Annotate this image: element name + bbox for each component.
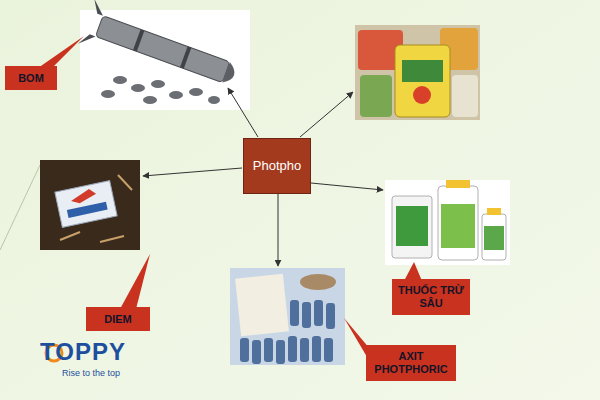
center-box: Photpho (243, 138, 311, 194)
logo-slogan: Rise to the top (62, 368, 120, 378)
callout-text: THUỐC TRỪ SÂU (397, 284, 465, 309)
bomb-picture (78, 0, 250, 110)
matches-picture (40, 160, 140, 250)
acid-picture (230, 268, 345, 365)
callout-box: THUỐC TRỪ SÂU (392, 279, 470, 315)
logo-text: TOPPY (40, 338, 126, 366)
callout-pointer (38, 36, 422, 362)
callout-box: BOM (5, 66, 57, 90)
edge-line (0, 165, 40, 250)
pesticide-picture (385, 180, 510, 265)
callout-text: DIEM (104, 313, 132, 326)
topic-text: Photpho (253, 159, 301, 174)
callout-box: AXIT PHOTPHORIC (366, 345, 456, 381)
arrow (143, 88, 383, 266)
fertilizer-picture (355, 25, 480, 120)
callout-text: AXIT PHOTPHORIC (371, 350, 451, 375)
callout-box: DIEM (86, 307, 150, 331)
callout-text: BOM (18, 72, 44, 85)
